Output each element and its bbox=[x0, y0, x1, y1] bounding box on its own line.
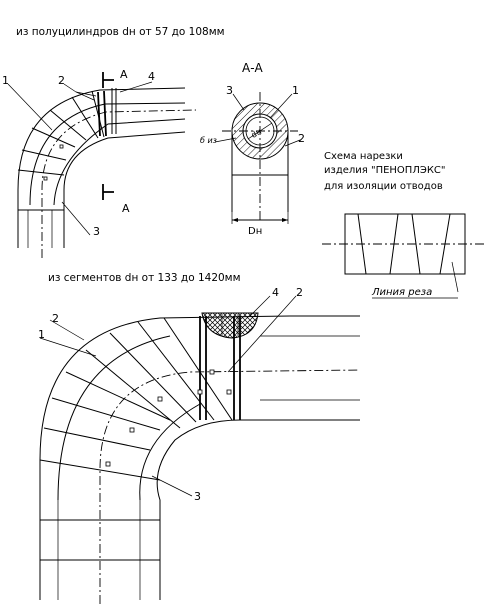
cut-line-label: Линия реза bbox=[371, 287, 432, 298]
cut-scheme-drawing bbox=[322, 213, 486, 299]
bottom-callout-1: 1 bbox=[38, 328, 45, 341]
scheme-line-1: Схема нарезки bbox=[324, 151, 403, 162]
scheme-line-3: для изоляции отводов bbox=[324, 181, 443, 192]
top-callout-4: 4 bbox=[148, 70, 155, 83]
top-callout-1: 1 bbox=[2, 74, 9, 87]
top-elbow bbox=[17, 72, 197, 258]
section-callout-3: 3 bbox=[226, 84, 233, 97]
dim-thickness-label: б из bbox=[200, 136, 217, 145]
top-callout-3: 3 bbox=[93, 225, 100, 238]
section-callout-1: 1 bbox=[292, 84, 299, 97]
bottom-elbow bbox=[39, 295, 361, 604]
section-label: А-А bbox=[242, 61, 264, 75]
top-callout-2: 2 bbox=[58, 74, 65, 87]
bottom-callout-2a: 2 bbox=[52, 312, 59, 325]
bottom-callout-4: 4 bbox=[272, 286, 279, 299]
section-aa-drawing: dн bbox=[214, 92, 301, 224]
dim-outer-label: Dн bbox=[248, 226, 262, 237]
caption-middle: из сегментов dн от 133 до 1420мм bbox=[48, 272, 241, 284]
section-callout-2: 2 bbox=[298, 132, 305, 145]
caption-top: из полуцилиндров dн от 57 до 108мм bbox=[16, 26, 225, 38]
top-callout-leaders bbox=[7, 81, 153, 236]
scheme-line-2: изделия "ПЕНОПЛЭКС" bbox=[324, 165, 446, 176]
dim-inner-label: dн bbox=[250, 127, 263, 140]
bottom-callout-2b: 2 bbox=[296, 286, 303, 299]
bottom-callout-3: 3 bbox=[194, 490, 201, 503]
section-marker-bottom: А bbox=[122, 202, 130, 215]
section-marker-top: А bbox=[120, 68, 128, 81]
